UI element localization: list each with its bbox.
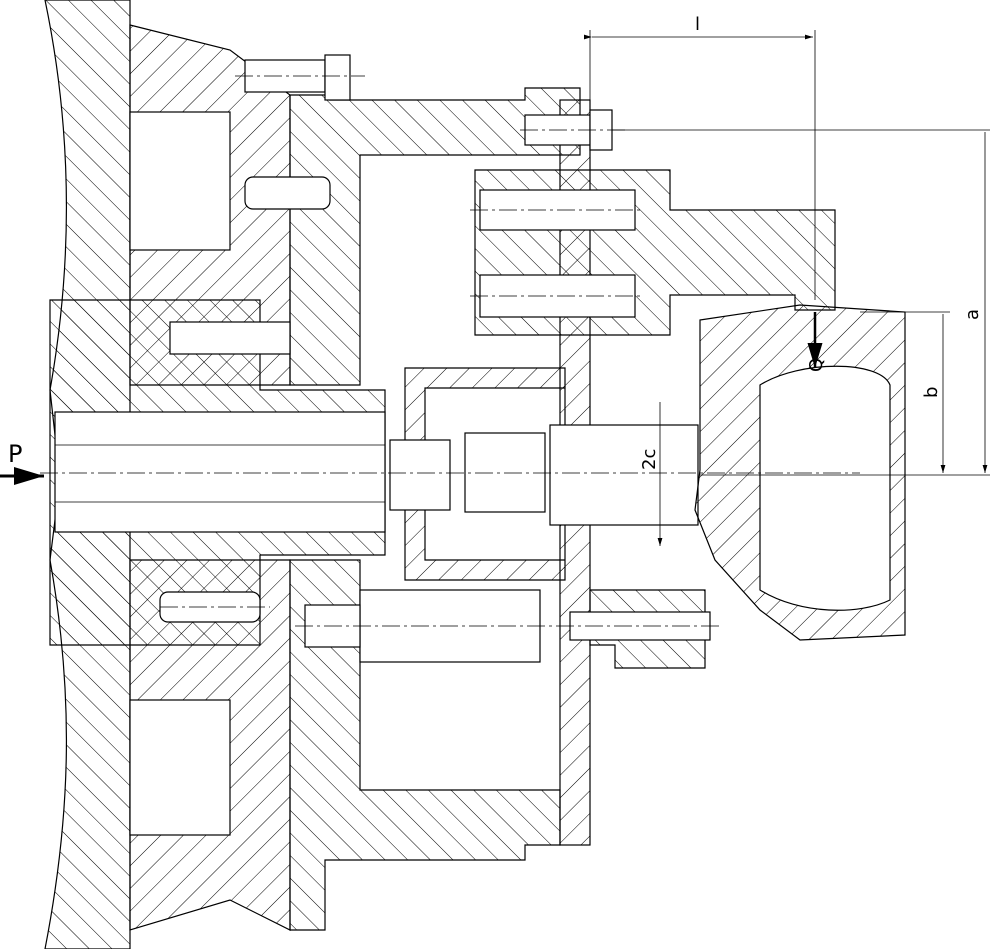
dim-a-label: a — [962, 309, 983, 320]
dim-b-label: b — [921, 387, 942, 398]
force-p-label: P — [8, 440, 22, 468]
flange-pocket-top — [129, 111, 231, 251]
housing-bottom — [289, 559, 561, 931]
nut-top-left — [324, 54, 351, 101]
threaded-stud — [464, 432, 546, 513]
hex-nut — [389, 439, 451, 511]
dim-l-label: l — [695, 14, 700, 35]
piston-crown — [759, 365, 891, 611]
dim-2c-label: 2c — [639, 449, 660, 470]
flange-pocket-bottom — [129, 699, 231, 836]
shaft-bore — [54, 411, 386, 533]
pin-upper — [244, 176, 331, 210]
pin-shaft — [169, 321, 291, 355]
force-q-label: Q — [806, 358, 827, 372]
sleeve — [549, 424, 699, 526]
